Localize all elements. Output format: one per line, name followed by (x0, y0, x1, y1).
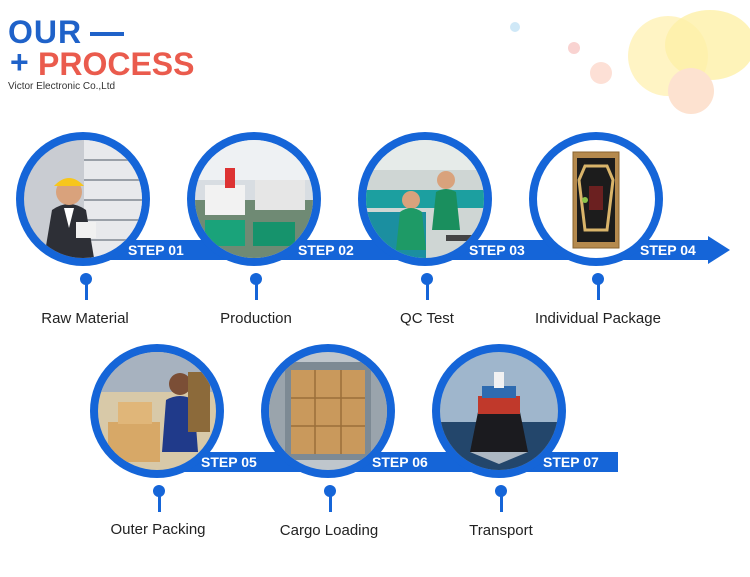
decor-bubble (668, 68, 714, 114)
step-05-tag: STEP 05 (201, 454, 257, 470)
title-our: OUR (8, 14, 83, 50)
step-04-tag: STEP 04 (640, 242, 696, 258)
step-02-label: Production (220, 310, 292, 327)
title-dash (90, 32, 124, 36)
cargo-loading-photo (269, 352, 387, 470)
step-04-label: Individual Package (535, 310, 661, 327)
step-02-tag: STEP 02 (298, 242, 354, 258)
title-process: PROCESS (38, 46, 195, 82)
decor-bubble (590, 62, 612, 84)
step-07-pin-dot (495, 485, 507, 497)
decor-bubble (510, 22, 520, 32)
raw-material-photo (24, 140, 142, 258)
step-07-tag: STEP 07 (543, 454, 599, 470)
step-06-pin (329, 494, 332, 512)
step-03-tag: STEP 03 (469, 242, 525, 258)
step-05-circle (90, 344, 224, 478)
step-06-label: Cargo Loading (279, 522, 379, 539)
step-01-pin (85, 282, 88, 300)
step-04-pin-dot (592, 273, 604, 285)
step-01-pin-dot (80, 273, 92, 285)
step-01-circle (16, 132, 150, 266)
step-05-label: Outer Packing (110, 521, 206, 538)
step-06-circle (261, 344, 395, 478)
qc-test-photo (366, 140, 484, 258)
step-01-label: Raw Material (41, 310, 129, 327)
step-05-pin (158, 494, 161, 512)
step-03-label: QC Test (400, 310, 454, 327)
step-05-pin-dot (153, 485, 165, 497)
title-plus: + (10, 44, 29, 80)
outer-packing-photo (98, 352, 216, 470)
step-06-pin-dot (324, 485, 336, 497)
production-photo (195, 140, 313, 258)
company-name: Victor Electronic Co.,Ltd (8, 81, 116, 92)
step-07-label: Transport (469, 522, 533, 539)
step-03-pin-dot (421, 273, 433, 285)
individual-package-photo (537, 140, 655, 258)
step-02-pin (255, 282, 258, 300)
timeline-arrowhead (708, 236, 730, 264)
step-07-pin (500, 494, 503, 512)
step-02-pin-dot (250, 273, 262, 285)
step-07-circle (432, 344, 566, 478)
decor-bubble (568, 42, 580, 54)
step-03-pin (426, 282, 429, 300)
step-03-circle (358, 132, 492, 266)
decor-bubble (665, 10, 750, 80)
step-04-pin (597, 282, 600, 300)
step-04-circle (529, 132, 663, 266)
step-06-tag: STEP 06 (372, 454, 428, 470)
transport-photo (440, 352, 558, 470)
step-01-tag: STEP 01 (128, 242, 184, 258)
step-02-circle (187, 132, 321, 266)
